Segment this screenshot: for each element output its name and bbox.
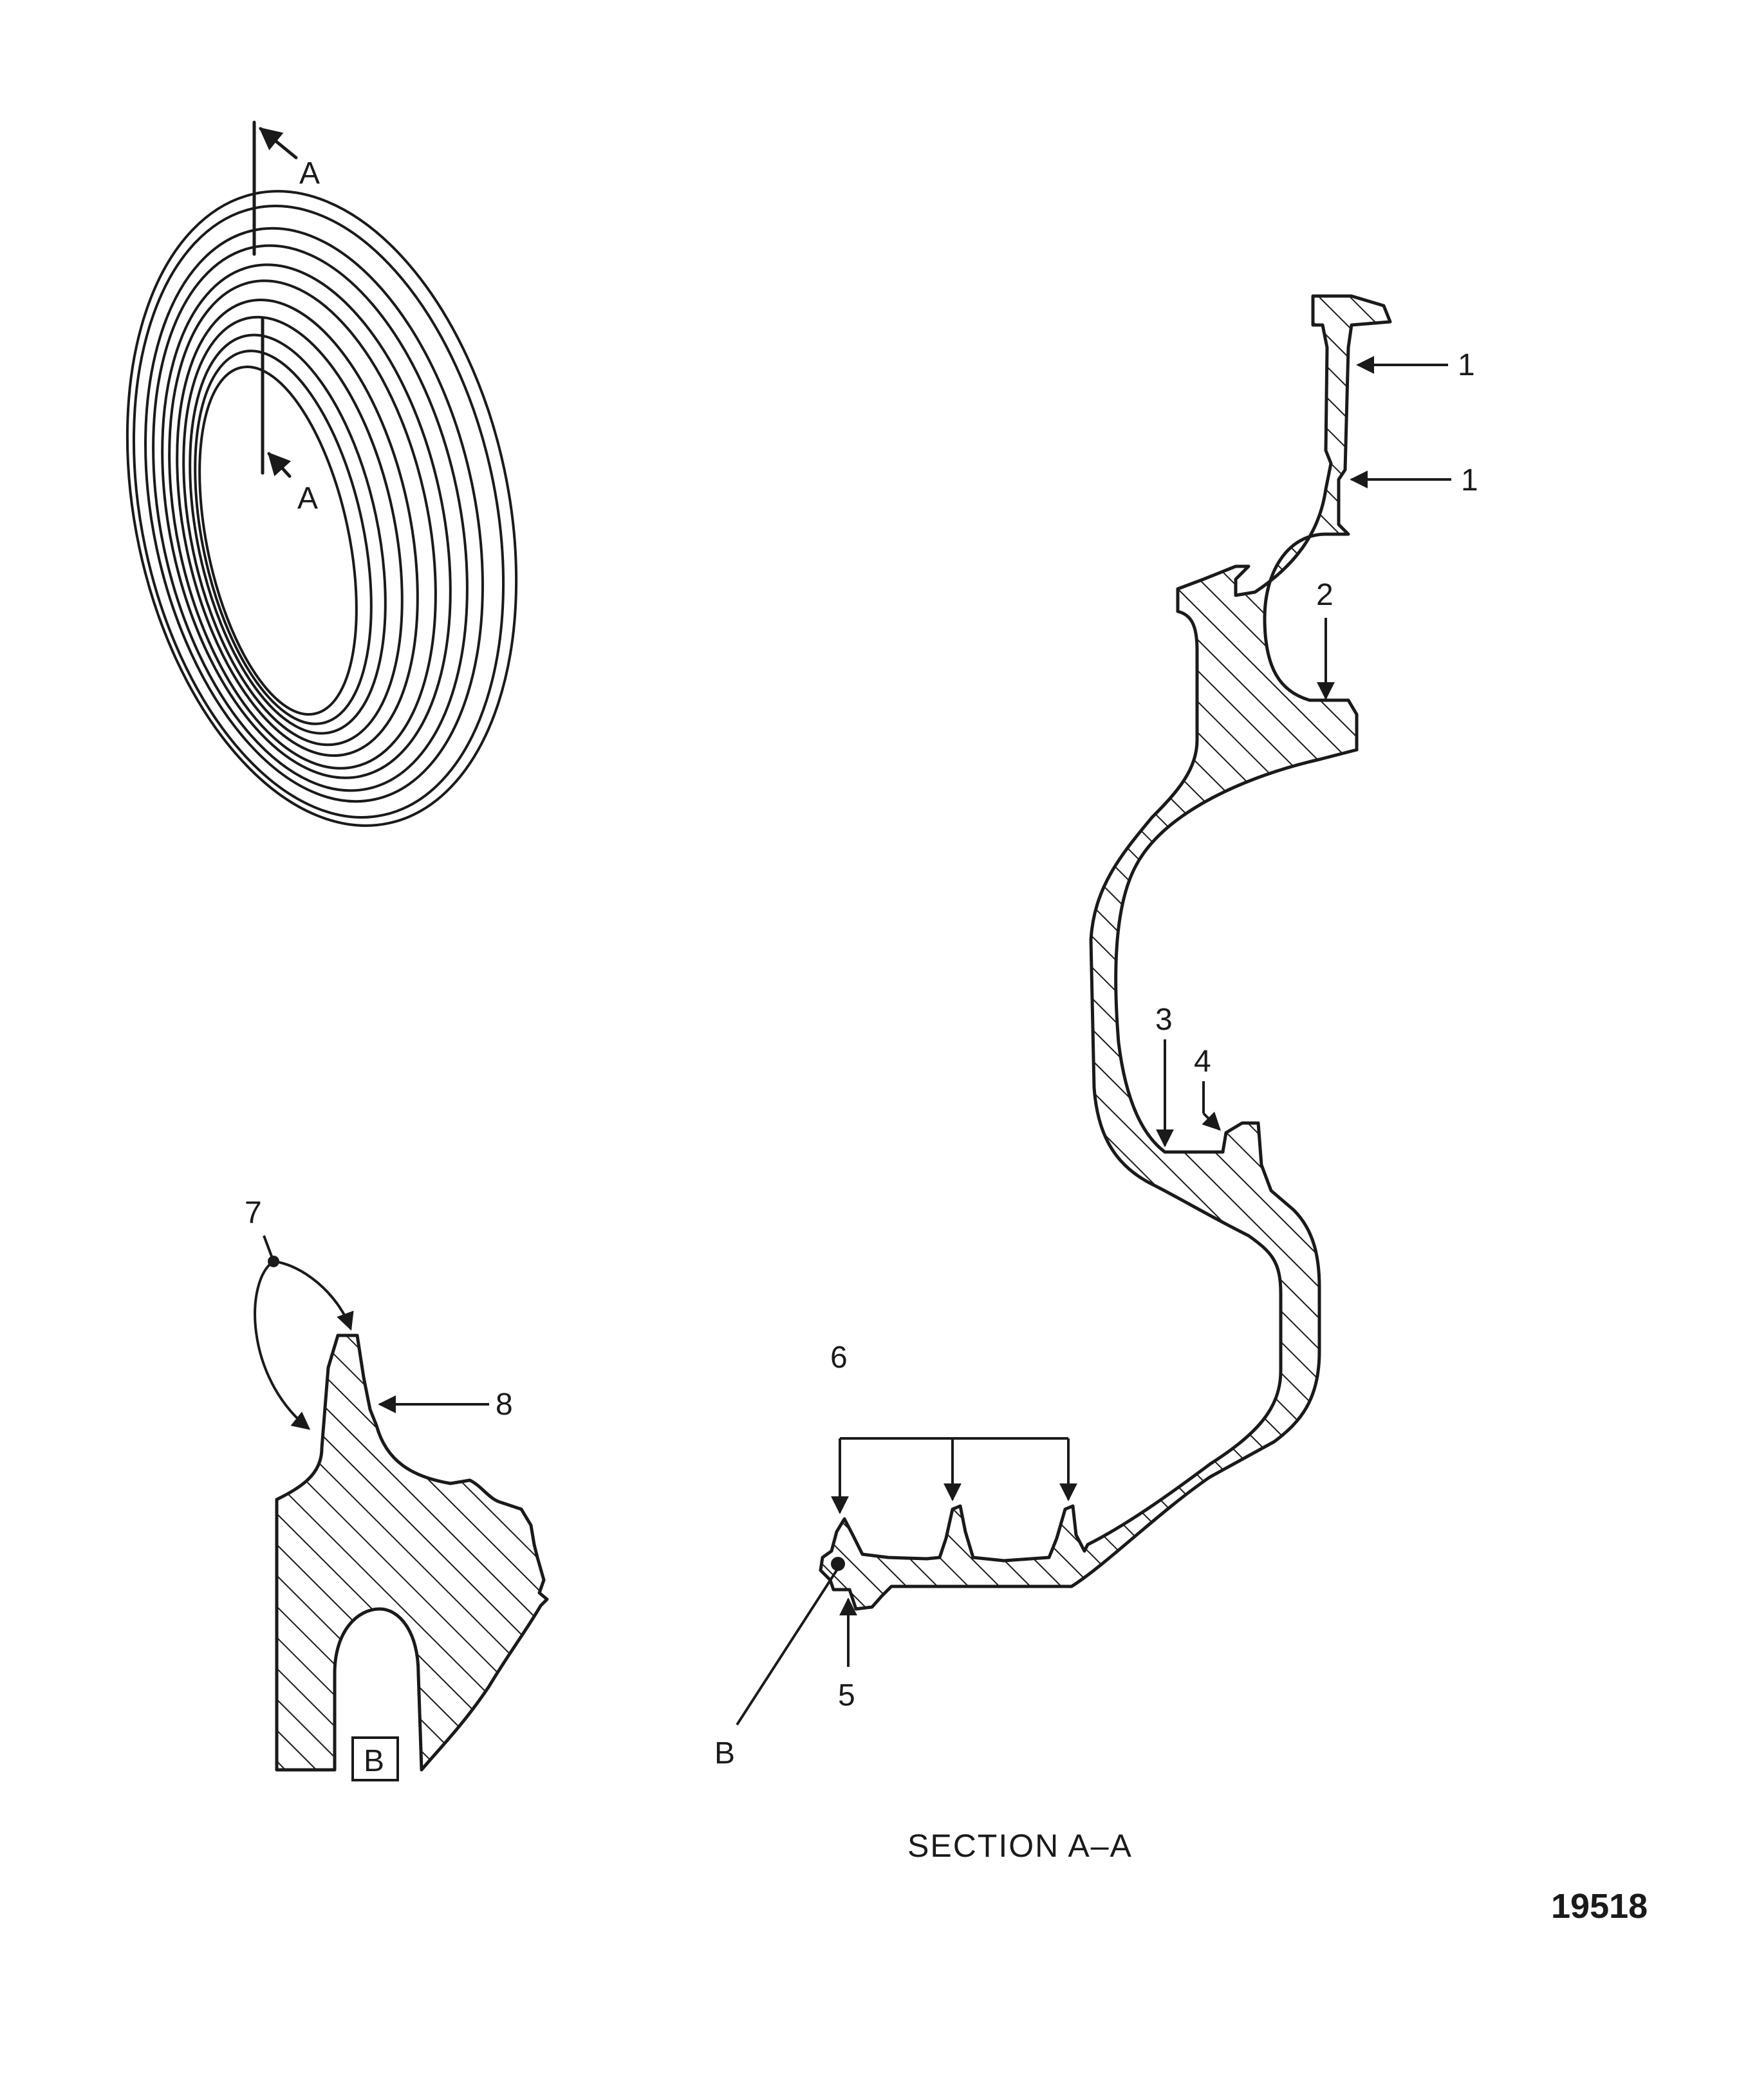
- isometric-view: A A: [126, 120, 518, 827]
- detail-b-marker: [831, 1557, 845, 1571]
- detail-label-box: [351, 1736, 399, 1781]
- callout-6: 6: [830, 1341, 848, 1375]
- section-caption: SECTION A–A: [907, 1828, 1133, 1864]
- section-mark-bottom: A: [297, 481, 318, 516]
- housing-cross-section: [819, 294, 1392, 1611]
- section-mark-top: A: [299, 156, 320, 190]
- detail-leaders: [254, 1235, 489, 1430]
- section-cut-line-bottom: [261, 317, 292, 478]
- callout-8: 8: [496, 1388, 513, 1422]
- section-cut-line-top: [252, 120, 298, 256]
- callout-3: 3: [1155, 1003, 1173, 1037]
- detail-b-reference: B: [714, 1736, 735, 1770]
- callout-4: 4: [1194, 1045, 1211, 1079]
- callout-5: 5: [838, 1678, 855, 1713]
- section-a-a-view: 1 1 2 3 4 6 5 B SECTION A–A: [714, 294, 1478, 1864]
- callout-7: 7: [245, 1196, 262, 1230]
- section-callouts: 1 1 2 3 4 6 5 B: [714, 348, 1478, 1770]
- figure-number: 19518: [1551, 1887, 1648, 1926]
- callout-2: 2: [1316, 578, 1334, 612]
- leader-lines: [736, 356, 1451, 1726]
- detail-label: B: [364, 1744, 384, 1778]
- callout-1-upper: 1: [1458, 348, 1475, 382]
- lip-detail-cross-section: [275, 1333, 549, 1772]
- detail-b-view: 7 8 B: [245, 1196, 549, 1781]
- seal-rings: [126, 190, 518, 827]
- callout-1-lower: 1: [1461, 463, 1478, 497]
